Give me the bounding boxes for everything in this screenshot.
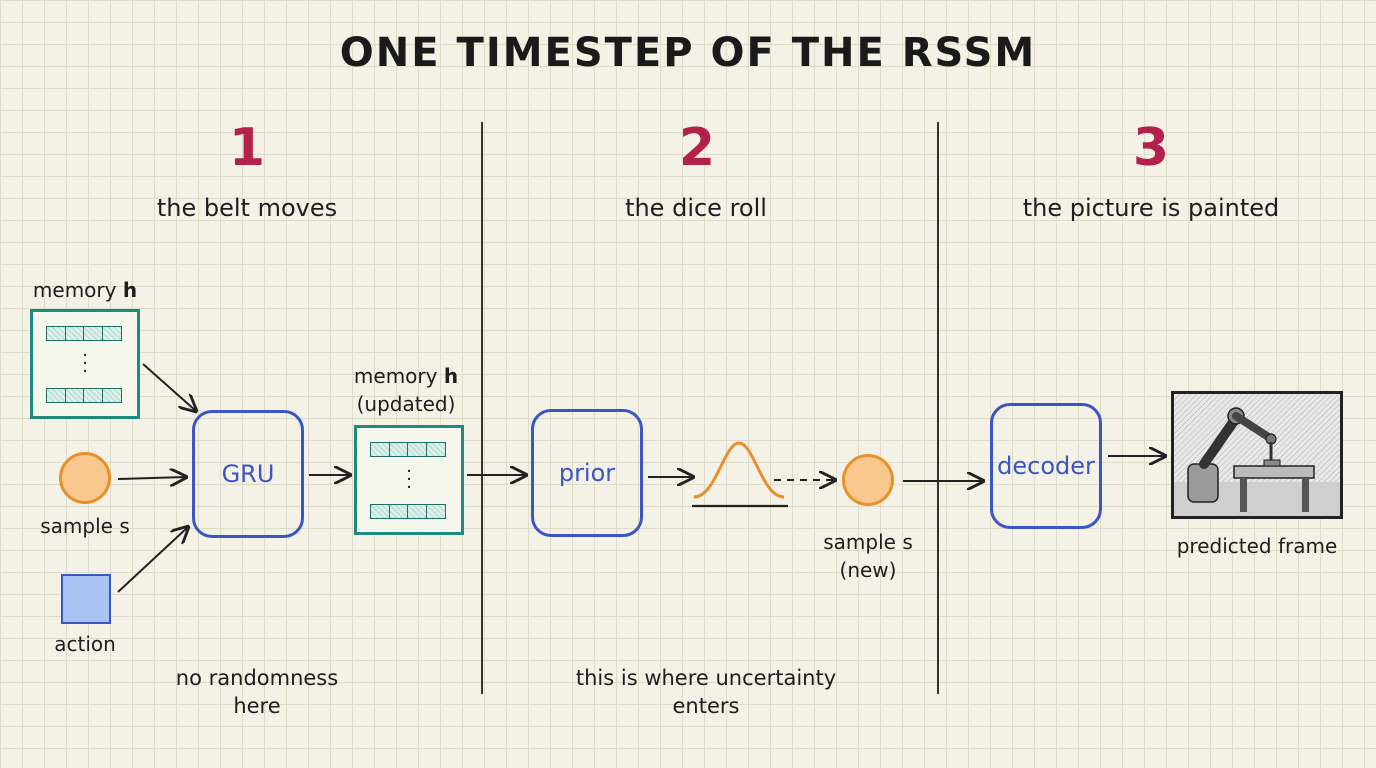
updated-memory-label: memory h (updated) xyxy=(353,364,459,416)
action-square xyxy=(61,574,111,624)
gru-label: GRU xyxy=(221,460,275,488)
stage-divider-2 xyxy=(937,122,939,694)
memory-h-block: ··· xyxy=(30,309,140,419)
stage-3-number: 3 xyxy=(1132,118,1170,178)
prior-label: prior xyxy=(558,459,616,487)
sample-s-label: sample s xyxy=(40,514,130,538)
decoder-label: decoder xyxy=(997,452,1095,480)
predicted-frame-label: predicted frame xyxy=(1176,534,1338,558)
updated-memory-block: ··· xyxy=(354,425,464,535)
stage-1-caption: the belt moves xyxy=(156,194,338,222)
new-sample-label: sample s(new) xyxy=(823,530,913,582)
predicted-frame-image xyxy=(1171,391,1343,519)
action-label: action xyxy=(54,632,116,656)
decoder-box: decoder xyxy=(990,403,1102,529)
stage-1-number: 1 xyxy=(228,118,266,178)
memory-h-label: memory h xyxy=(32,278,138,302)
memory-h-bottom-cells xyxy=(46,388,122,403)
stage-divider-1 xyxy=(481,122,483,694)
arrow-sample-to-gru xyxy=(117,477,186,479)
stage-2-number: 2 xyxy=(678,118,716,178)
stage-3-caption: the picture is painted xyxy=(1022,194,1280,222)
sample-s-circle xyxy=(59,452,111,504)
updated-memory-bottom-cells xyxy=(370,504,446,519)
updated-memory-ellipsis: ··· xyxy=(406,461,412,498)
arrow-memory-to-gru xyxy=(142,363,196,411)
updated-memory-top-cells xyxy=(370,442,446,457)
memory-h-ellipsis: ··· xyxy=(82,345,88,382)
arrow-action-to-gru xyxy=(117,527,188,593)
robot-arm-sketch xyxy=(1174,394,1340,516)
diagram-title: ONE TIMESTEP OF THE RSSM xyxy=(339,30,1037,76)
stage-2-caption: the dice roll xyxy=(625,194,767,222)
new-sample-circle xyxy=(842,454,894,506)
prior-box: prior xyxy=(531,409,643,537)
memory-h-top-cells xyxy=(46,326,122,341)
gru-box: GRU xyxy=(192,410,304,538)
distribution-curve xyxy=(693,441,785,499)
